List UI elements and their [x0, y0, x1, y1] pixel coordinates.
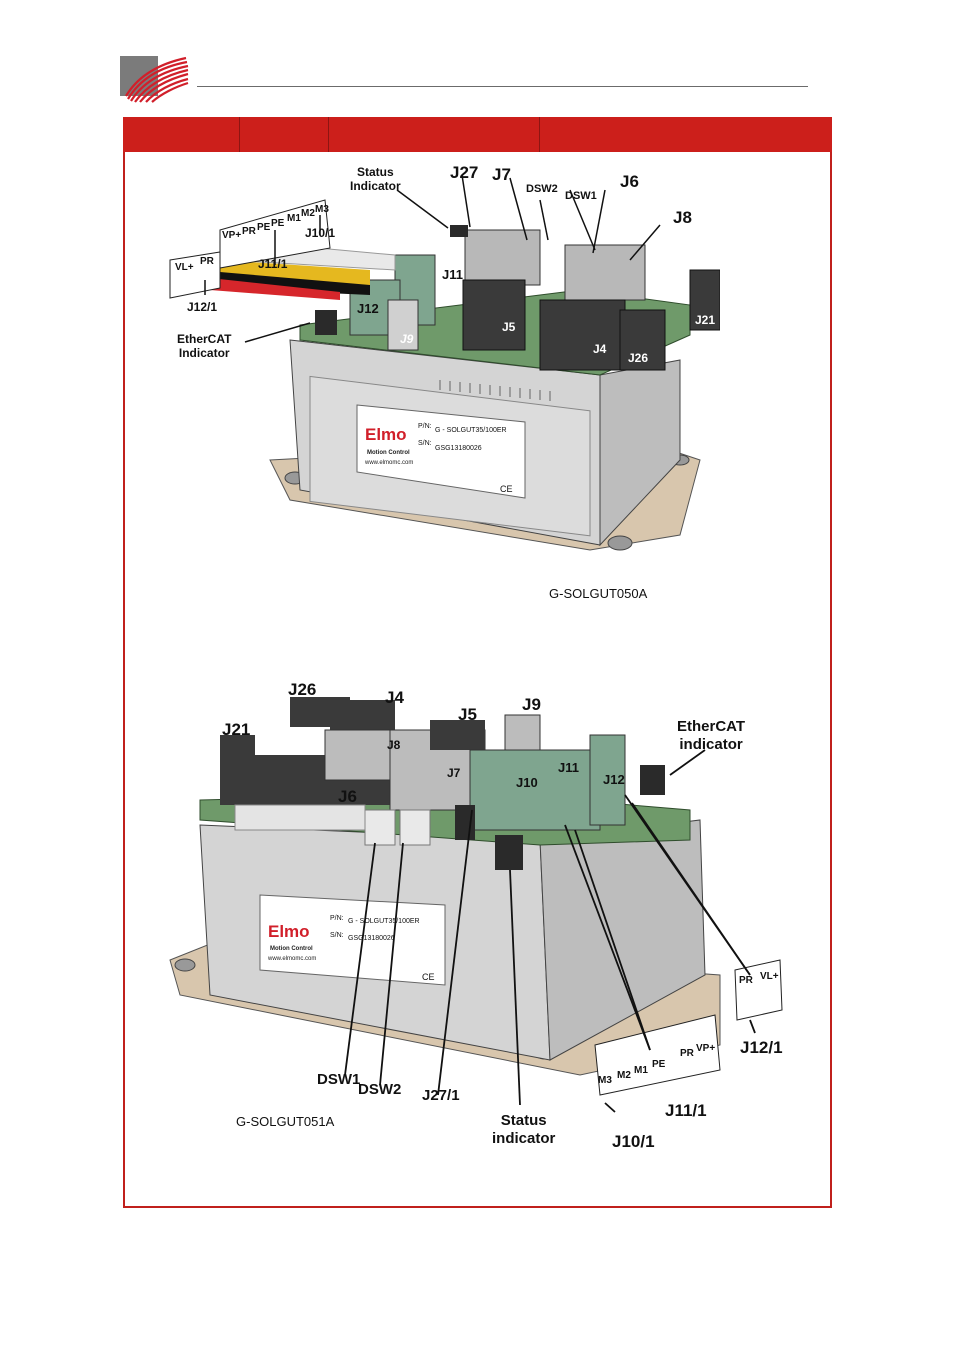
fig2-pin-m3: M3	[598, 1075, 612, 1086]
fig2-j26-label: J26	[288, 680, 317, 699]
logo-graphic	[120, 56, 189, 103]
fig2-pin-pr: PR	[680, 1048, 694, 1059]
sticker-sn-label: S/N:	[418, 440, 432, 447]
table-header	[123, 117, 832, 152]
fig2-status-indicator-label: Status indicator	[492, 1112, 556, 1147]
fig1-ethercat-indicator-label: EtherCAT Indicator	[177, 332, 232, 360]
fig2-j10-label: J10	[516, 775, 538, 790]
fig1-dsw1-label: DSW1	[565, 190, 597, 202]
fig1-pin-m1: M1	[287, 213, 301, 224]
fig2-dsw1-label: DSW1	[317, 1071, 361, 1088]
sticker-pn-label: P/N:	[418, 423, 432, 430]
fig2-j4-label: J4	[385, 688, 404, 707]
figure-2: Elmo Motion Control www.elmomc.com P/N: …	[160, 675, 800, 1165]
fig1-pin-pr-b: PR	[242, 226, 256, 237]
fig1-j27-label: J27	[450, 163, 479, 182]
sticker2-pn-label: P/N:	[330, 915, 344, 922]
fig1-j12-1-label: J12/1	[187, 300, 218, 314]
fig1-pin-pe-b: PE	[271, 218, 285, 229]
fig2-ethercat-indicator-label: EtherCAT indicator	[677, 718, 746, 753]
sticker2-brand-sub: Motion Control	[270, 946, 313, 952]
fig1-j26-label: J26	[628, 351, 649, 365]
sticker2-web: www.elmomc.com	[267, 956, 316, 962]
fig2-j21-label: J21	[222, 720, 251, 739]
elmo-logo	[118, 52, 190, 104]
sticker2-sn-label: S/N:	[330, 932, 344, 939]
fig1-j11-label: J11	[442, 267, 463, 282]
sticker-brand-sub: Motion Control	[367, 450, 410, 456]
sticker2-pn: G - SOLGUT35/100ER	[348, 918, 420, 925]
fig1-j7-label: J7	[492, 165, 511, 184]
fig1-j6-label: J6	[620, 172, 639, 191]
fig1-pin-m2: M2	[301, 208, 315, 219]
fig1-j21-label: J21	[695, 313, 716, 327]
fig2-j8-label: J8	[387, 738, 401, 752]
fig1-status-indicator-label: Status Indicator	[350, 165, 401, 193]
figure-1: Elmo Motion Control www.elmomc.com P/N: …	[160, 160, 721, 600]
sticker2-sn: GSG13180026	[348, 935, 395, 942]
fig2-j12-label: J12	[603, 772, 625, 787]
fig1-pin-vl-plus: VL+	[175, 262, 194, 273]
fig2-j11-label: J11	[558, 760, 579, 775]
fig2-j9-label: J9	[522, 695, 541, 714]
fig1-pin-m3: M3	[315, 204, 329, 215]
sticker2-brand: Elmo	[268, 922, 310, 941]
fig1-j10-1-label: J10/1	[305, 226, 336, 240]
fig2-pin-vl-plus: VL+	[760, 971, 779, 982]
fig2-pin-vp-plus: VP+	[696, 1043, 716, 1054]
fig1-j5-label: J5	[502, 320, 516, 334]
sticker-sn: GSG13180026	[435, 445, 482, 452]
sticker-web: www.elmomc.com	[364, 460, 413, 466]
fig1-pin-pr-a: PR	[200, 256, 214, 267]
sticker-pn: G - SOLGUT35/100ER	[435, 427, 507, 434]
fig2-pin-m1: M1	[634, 1065, 648, 1076]
fig2-pin-m2: M2	[617, 1070, 631, 1081]
fig2-pin-pe: PE	[652, 1059, 666, 1070]
fig2-j7-label: J7	[447, 766, 461, 780]
fig1-j8-label: J8	[673, 208, 692, 227]
fig1-pin-vp-plus: VP+	[222, 230, 242, 241]
sticker-ce: CE	[500, 484, 513, 494]
fig2-j6-label: J6	[338, 787, 357, 806]
fig2-j10-1-label: J10/1	[612, 1132, 655, 1151]
fig1-caption: G-SOLGUT050A	[549, 586, 648, 601]
fig2-j5-label: J5	[458, 705, 477, 724]
sticker-brand: Elmo	[365, 425, 407, 444]
header-rule	[197, 86, 808, 87]
fig1-j12-label: J12	[357, 301, 379, 316]
drive-illustration-bottom: Elmo Motion Control www.elmomc.com P/N: …	[169, 697, 783, 1113]
sticker2-ce: CE	[422, 972, 435, 982]
fig2-caption: G-SOLGUT051A	[236, 1114, 335, 1129]
fig2-j12-1-label: J12/1	[740, 1038, 783, 1057]
fig1-pin-pe-a: PE	[257, 222, 271, 233]
fig2-j11-1-label: J11/1	[665, 1101, 707, 1120]
fig2-dsw2-label: DSW2	[358, 1081, 402, 1098]
fig1-dsw2-label: DSW2	[526, 183, 558, 195]
drive-illustration-top: Elmo Motion Control www.elmomc.com P/N: …	[169, 174, 721, 551]
fig1-j9-label: J9	[400, 332, 414, 346]
fig1-j11-1-label: J11/1	[258, 257, 288, 271]
fig2-j27-1-label: J27/1	[422, 1087, 460, 1104]
fig1-j4-label: J4	[593, 342, 607, 356]
fig2-pin-pr-b: PR	[739, 975, 753, 986]
